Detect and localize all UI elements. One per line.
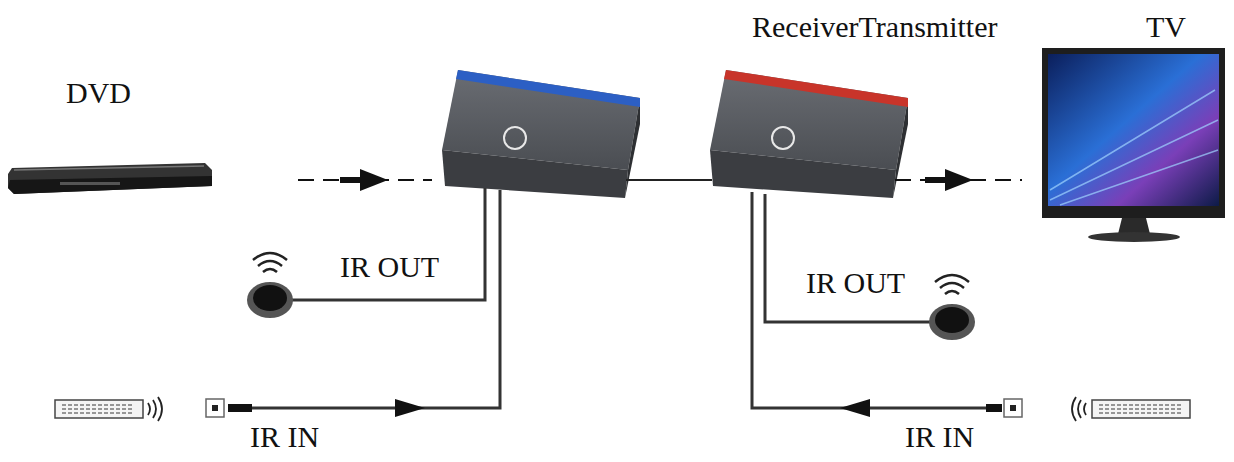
arrow-head <box>395 399 425 417</box>
ir-receiver-eye <box>212 405 218 411</box>
ir-out-wire <box>765 194 930 322</box>
ir-plug <box>228 404 252 412</box>
ir-wave <box>148 397 162 421</box>
node-text: TV <box>1146 10 1188 44</box>
red-stripe <box>724 70 908 107</box>
ir-wiring <box>55 188 500 421</box>
signal-arrow <box>298 169 432 191</box>
dvd-body <box>8 163 212 194</box>
ir-receiver <box>206 399 224 417</box>
ir-emitter <box>253 285 287 311</box>
extender-box <box>442 70 640 198</box>
tv-frame <box>1042 48 1225 218</box>
arrow-head <box>840 399 870 417</box>
ir-in-wire <box>752 192 988 408</box>
box-front <box>442 150 628 198</box>
device-label: DVD <box>62 72 137 114</box>
screen-streak <box>1050 90 1218 205</box>
port-label: IR OUT <box>806 266 905 300</box>
ir-emitter <box>935 307 969 333</box>
box-side <box>625 98 640 198</box>
remote-buttons <box>1099 405 1183 413</box>
device-caption: ReceiverTransmitter <box>752 10 998 44</box>
dvd-slot <box>60 182 120 185</box>
tv-neck <box>1118 218 1150 234</box>
link-cable <box>626 179 712 181</box>
remote-buttons <box>62 405 132 413</box>
port-label: IR OUT <box>340 250 439 284</box>
ir-wave <box>1072 397 1086 421</box>
ir-receiver <box>1004 399 1022 417</box>
ir-wave <box>253 253 287 272</box>
tv-screen <box>1048 54 1219 206</box>
ir-wiring <box>752 192 1190 421</box>
signal-arrow <box>895 169 1022 191</box>
ir-wave <box>935 275 969 294</box>
ir-plug <box>986 404 1002 412</box>
tv-monitor <box>1042 48 1225 242</box>
box-front <box>710 150 896 198</box>
port-label: IR IN <box>250 420 319 454</box>
logo <box>504 127 526 149</box>
blue-stripe <box>456 70 640 107</box>
ir-receiver-eye <box>1010 405 1016 411</box>
arrow-head <box>360 169 388 191</box>
port-label: IR IN <box>905 420 974 454</box>
dvd-player <box>8 163 212 194</box>
node-text: DVD <box>66 76 133 110</box>
logo <box>772 127 794 149</box>
dvd-front <box>8 176 212 194</box>
extender-box <box>710 70 908 198</box>
ir-out-wire <box>292 188 485 300</box>
ir-emitter-rim <box>247 282 293 318</box>
arrow-head <box>945 169 973 191</box>
ir-emitter-rim <box>929 304 975 340</box>
box-side <box>893 98 908 198</box>
remote-control <box>55 400 143 418</box>
device-label: TV <box>1142 6 1192 48</box>
dvd-highlight <box>14 166 204 170</box>
remote-control <box>1092 400 1190 418</box>
tv-base <box>1088 232 1180 242</box>
